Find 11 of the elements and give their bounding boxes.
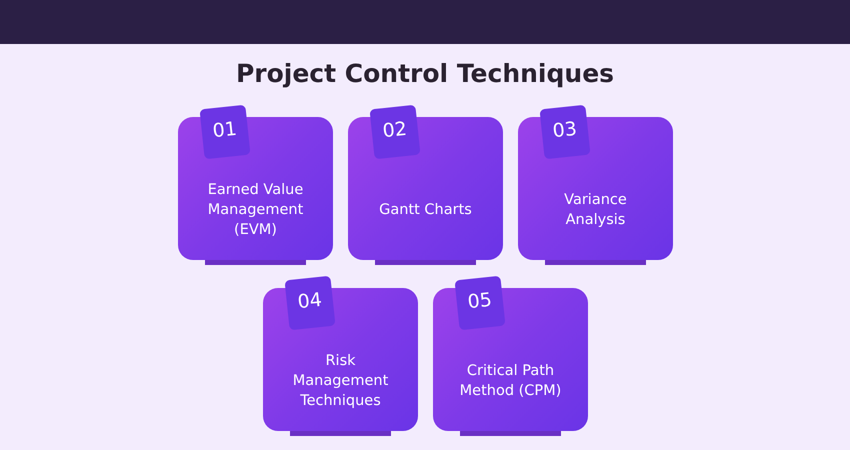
number-badge: 01 [200,104,250,160]
technique-name: Risk Management Techniques [292,352,390,410]
number-badge: 03 [540,104,590,160]
technique-name: Critical Path Method (CPM) [458,362,562,400]
number-badge: 04 [284,276,336,330]
technique-name: Variance Analysis [563,190,628,230]
number-badge: 02 [370,104,420,160]
technique-name: Earned Value Management (EVM) [206,180,304,240]
title: Project Control Techniques [234,58,616,90]
number-badge: 05 [454,276,506,330]
technique-name: Gantt Charts [379,200,472,220]
